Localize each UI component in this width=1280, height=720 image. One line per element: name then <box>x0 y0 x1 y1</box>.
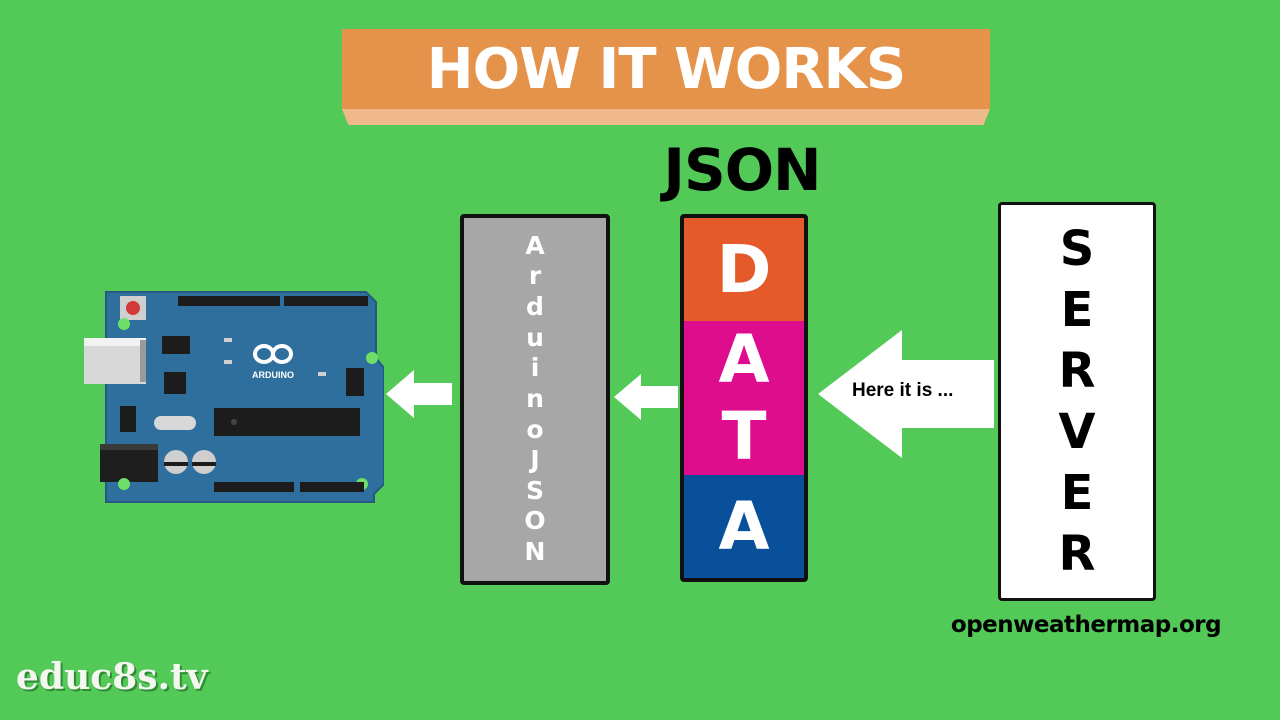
arduinojson-letter: N <box>524 537 546 567</box>
arduinojson-letter: O <box>524 506 546 536</box>
server-box: S E R V E R <box>998 202 1156 601</box>
server-letter: R <box>1058 343 1096 400</box>
server-letter: V <box>1058 403 1096 460</box>
banner-shelf <box>342 109 990 125</box>
data-letter-t: T <box>684 398 804 475</box>
board-logo-text: ARDUINO <box>252 370 294 380</box>
arduinojson-letter: i <box>530 353 540 383</box>
watermark-logo: educ8s.tv <box>16 656 208 698</box>
arduino-board-icon: ARDUINO <box>84 291 384 503</box>
arduinojson-letter: r <box>528 261 542 291</box>
arduinojson-letter: S <box>525 475 544 505</box>
arrow-left-icon <box>614 374 678 420</box>
arduinojson-letter: d <box>526 292 544 322</box>
arduinojson-letter: n <box>526 383 544 413</box>
data-letter-a: A <box>684 475 804 578</box>
data-letter-a: A <box>684 321 804 398</box>
arrow-left-icon <box>386 370 452 418</box>
server-url: openweathermap.org <box>950 612 1222 638</box>
arduinojson-letter: u <box>526 322 544 352</box>
json-label: JSON <box>663 136 821 204</box>
data-letter-d: D <box>684 218 804 321</box>
arrow-caption: Here it is ... <box>852 380 954 401</box>
server-letter: E <box>1060 464 1094 521</box>
banner-title: HOW IT WORKS <box>426 36 906 102</box>
server-letter: R <box>1058 525 1096 582</box>
server-letter: S <box>1059 221 1095 278</box>
arrow-left-icon <box>818 330 994 458</box>
title-banner: HOW IT WORKS <box>342 29 990 109</box>
arduinojson-letter: J <box>530 445 540 475</box>
arduinojson-letter: o <box>526 414 544 444</box>
arduinojson-library-box: A r d u i n o J S O N <box>460 214 610 585</box>
arduinojson-letter: A <box>525 230 545 260</box>
server-letter: E <box>1060 282 1094 339</box>
data-box: D A T A <box>680 214 808 582</box>
